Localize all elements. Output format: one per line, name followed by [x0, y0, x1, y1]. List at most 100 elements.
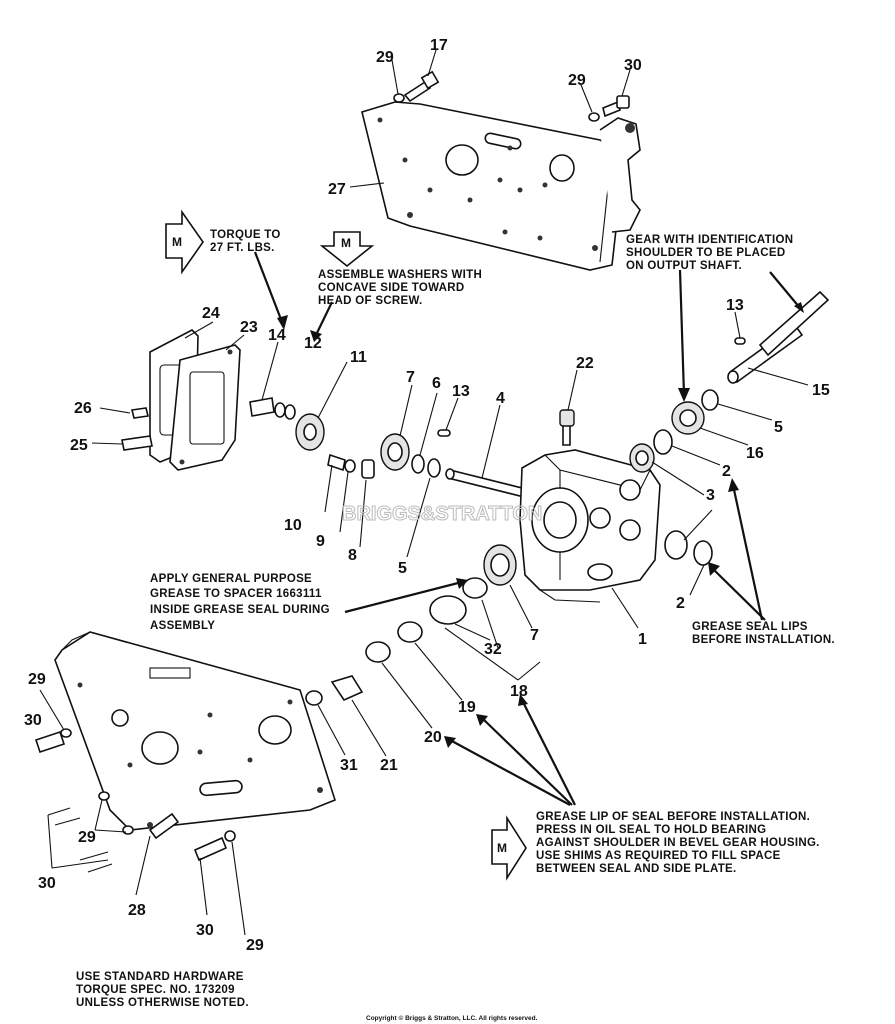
callouts: 29 17 29 30 27 24 23 14 12 11 26 25 7 6 … — [24, 37, 830, 954]
svg-text:BETWEEN SEAL AND SIDE PLATE.: BETWEEN SEAL AND SIDE PLATE. — [536, 863, 737, 875]
callout-7: 7 — [530, 627, 539, 644]
svg-text:GREASE LIP OF SEAL BEFORE INST: GREASE LIP OF SEAL BEFORE INSTALLATION. — [536, 811, 810, 823]
washer-6 — [411, 454, 425, 474]
callout-7: 7 — [406, 369, 415, 386]
seal-19 — [397, 621, 423, 643]
callout-30: 30 — [624, 57, 642, 74]
callout-30: 30 — [38, 875, 56, 892]
callout-23: 23 — [240, 319, 258, 336]
svg-text:27 FT. LBS.: 27 FT. LBS. — [210, 242, 275, 254]
svg-text:GREASE SEAL LIPS: GREASE SEAL LIPS — [692, 621, 808, 633]
svg-text:BEFORE INSTALLATION.: BEFORE INSTALLATION. — [692, 634, 835, 646]
callout-17: 17 — [430, 37, 448, 54]
watermark: BRIGGS&STRATTON — [342, 503, 542, 525]
callout-18: 18 — [510, 683, 528, 700]
note-arrows — [253, 251, 804, 806]
svg-text:GREASE TO SPACER 1663111: GREASE TO SPACER 1663111 — [150, 588, 322, 600]
callout-32: 32 — [484, 641, 502, 658]
callout-21: 21 — [380, 757, 398, 774]
callout-4: 4 — [496, 390, 505, 407]
callout-16: 16 — [746, 445, 764, 462]
callout-11: 11 — [350, 349, 367, 366]
callout-13: 13 — [452, 383, 470, 400]
seal-2a — [653, 429, 673, 455]
gasket-23 — [169, 344, 241, 471]
svg-text:ASSEMBLY: ASSEMBLY — [150, 620, 215, 632]
callout-14: 14 — [268, 327, 286, 344]
callout-2: 2 — [676, 595, 685, 612]
svg-text:UNLESS OTHERWISE NOTED.: UNLESS OTHERWISE NOTED. — [76, 997, 249, 1009]
screw-30c — [193, 836, 228, 862]
washer-29b — [588, 112, 600, 122]
svg-text:PRESS IN OIL SEAL TO HOLD BEAR: PRESS IN OIL SEAL TO HOLD BEARING — [536, 824, 766, 836]
washer-29c — [60, 728, 72, 738]
svg-text:USE SHIMS AS REQUIRED TO FILL: USE SHIMS AS REQUIRED TO FILL SPACE — [536, 850, 781, 862]
callout-10: 10 — [284, 517, 302, 534]
bearing-7a — [380, 433, 410, 471]
note-torque: TORQUE TO 27 FT. LBS. — [210, 229, 280, 254]
gear-housing-1 — [519, 449, 661, 603]
callout-29: 29 — [568, 72, 586, 89]
stud-28 — [148, 812, 180, 840]
callout-6: 6 — [432, 375, 441, 392]
callout-8: 8 — [348, 547, 357, 564]
bottom-side-plate — [54, 631, 336, 831]
callout-22: 22 — [576, 355, 594, 372]
washer-5b — [427, 458, 441, 478]
washer-5a — [701, 389, 719, 411]
callout-28: 28 — [128, 902, 146, 919]
spacer-32a — [462, 577, 488, 599]
svg-text:AGAINST SHOULDER IN BEVEL GEAR: AGAINST SHOULDER IN BEVEL GEAR HOUSING. — [536, 837, 820, 849]
svg-text:M: M — [497, 841, 507, 855]
svg-text:M: M — [172, 235, 182, 249]
callout-1: 1 — [638, 631, 647, 648]
svg-text:TORQUE SPEC. NO. 173209: TORQUE SPEC. NO. 173209 — [76, 984, 235, 996]
callout-26: 26 — [74, 400, 92, 417]
washer-29d — [98, 791, 110, 801]
screw-26 — [131, 407, 149, 419]
m-marker-washers: M — [319, 231, 375, 268]
callout-29: 29 — [376, 49, 394, 66]
shaft-4 — [445, 468, 531, 499]
copyright-notice: Copyright © Briggs & Stratton, LLC. All … — [366, 1014, 538, 1022]
screw-30a — [602, 95, 630, 118]
callout-5: 5 — [398, 560, 407, 577]
note-grease-seal-lips: GREASE SEAL LIPS BEFORE INSTALLATION. — [692, 621, 835, 646]
callout-15: 15 — [812, 382, 830, 399]
plate-8 — [361, 459, 375, 479]
key-13a — [437, 429, 451, 437]
svg-text:GEAR WITH IDENTIFICATION: GEAR WITH IDENTIFICATION — [626, 234, 793, 246]
svg-text:CONCAVE SIDE TOWARD: CONCAVE SIDE TOWARD — [318, 282, 464, 294]
screw-17 — [403, 70, 440, 103]
svg-text:USE STANDARD HARDWARE: USE STANDARD HARDWARE — [76, 971, 244, 983]
callout-9: 9 — [316, 533, 325, 550]
callout-12: 12 — [304, 335, 322, 352]
callout-30: 30 — [24, 712, 42, 729]
bearing-32b — [429, 595, 467, 625]
note-apply-grease: APPLY GENERAL PURPOSE GREASE TO SPACER 1… — [150, 573, 330, 632]
callout-24: 24 — [202, 305, 220, 322]
leader-lines — [39, 49, 809, 936]
washer-29e — [122, 825, 134, 835]
callout-13: 13 — [726, 297, 744, 314]
gear-11 — [295, 413, 325, 451]
seal-7b — [483, 544, 517, 586]
svg-text:APPLY GENERAL PURPOSE: APPLY GENERAL PURPOSE — [150, 573, 312, 585]
washer-29f — [224, 830, 236, 842]
callout-29: 29 — [28, 671, 46, 688]
note-washers: ASSEMBLE WASHERS WITH CONCAVE SIDE TOWAR… — [318, 269, 482, 307]
shaft-15 — [727, 290, 830, 384]
top-side-plate — [361, 101, 641, 271]
svg-text:HEAD OF SCREW.: HEAD OF SCREW. — [318, 295, 423, 307]
washer-29a — [393, 93, 405, 103]
note-oil-seal: GREASE LIP OF SEAL BEFORE INSTALLATION. … — [536, 811, 820, 875]
svg-text:INSIDE GREASE SEAL DURING: INSIDE GREASE SEAL DURING — [150, 604, 330, 616]
key-13b — [734, 337, 746, 345]
screw-14 — [249, 397, 275, 417]
callout-29: 29 — [78, 829, 96, 846]
callout-25: 25 — [70, 437, 88, 454]
callout-20: 20 — [424, 729, 442, 746]
washer-9 — [344, 459, 356, 473]
note-gear: GEAR WITH IDENTIFICATION SHOULDER TO BE … — [626, 234, 793, 272]
